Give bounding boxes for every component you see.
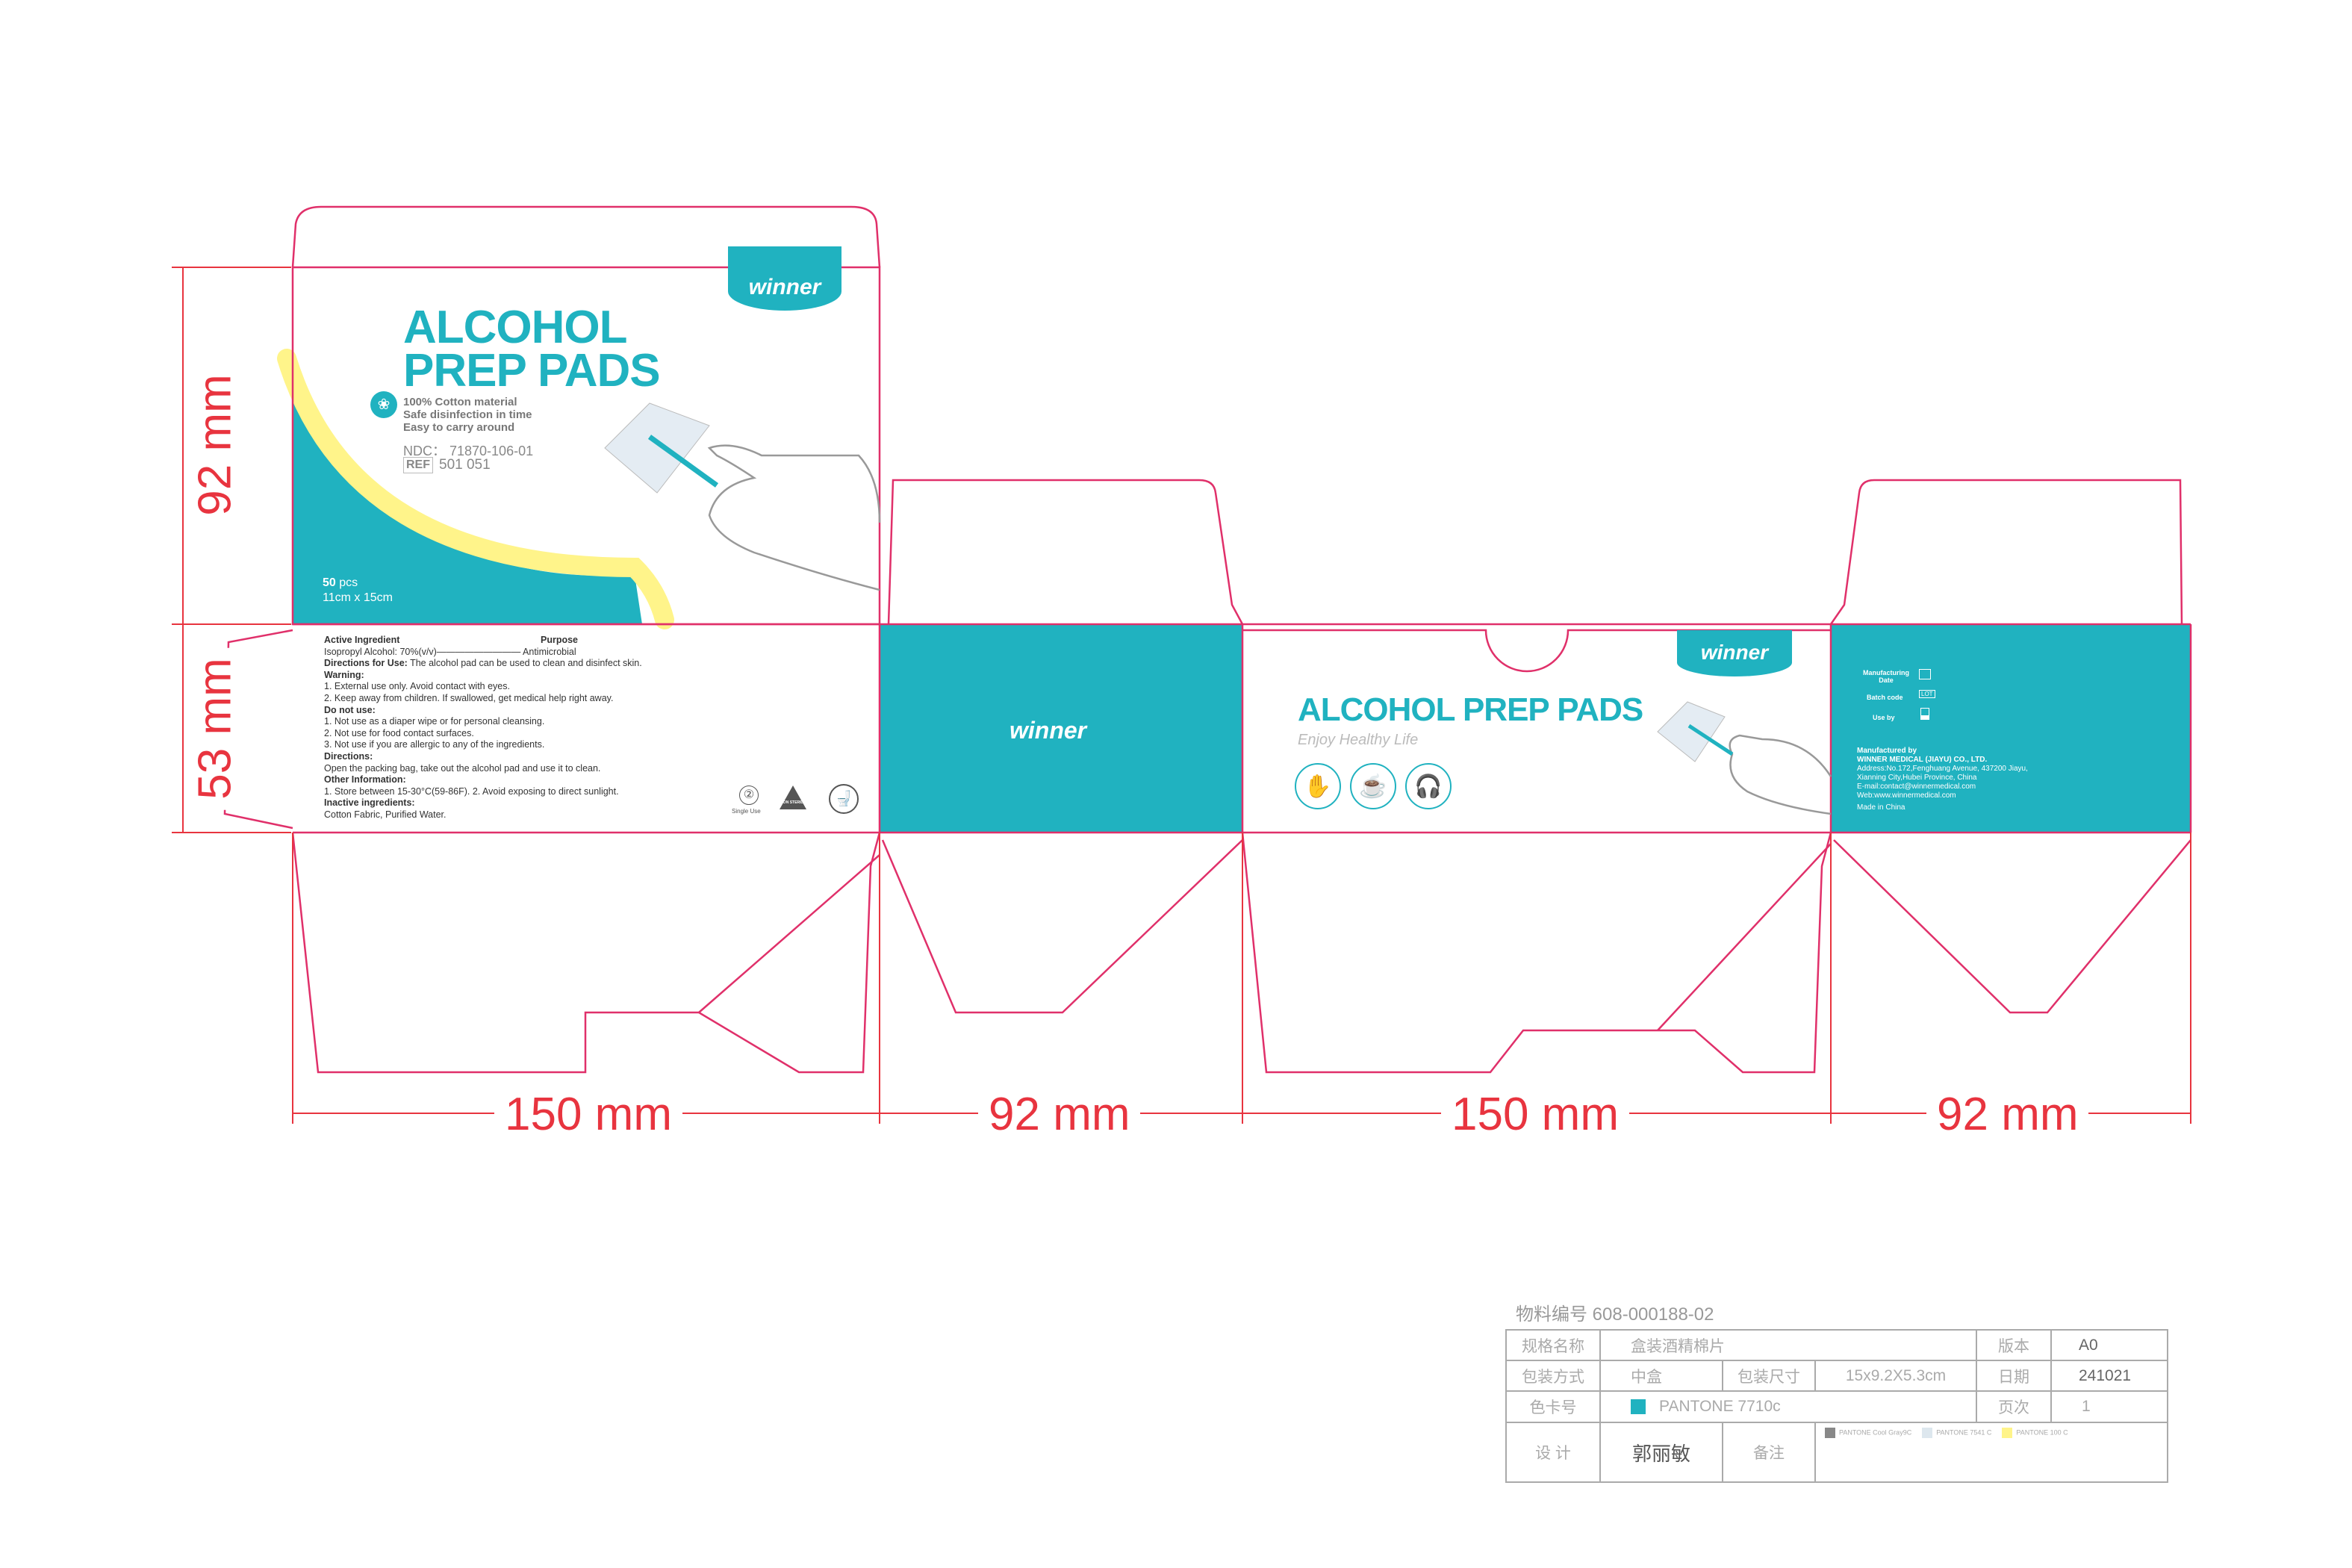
ndc-number: NDC： 71870-106-01 — [403, 444, 534, 458]
size-label: 包装尺寸 — [1722, 1360, 1816, 1392]
hand-glove-icon: ✋ — [1295, 763, 1341, 809]
warning-label: Warning: — [324, 669, 364, 680]
non-sterile-label: NON STERILE — [780, 800, 806, 805]
use-by-label: Use by — [1873, 714, 1895, 721]
bag-cup-icon: ☕ — [1350, 763, 1396, 809]
color-value: PANTONE 7710c — [1599, 1390, 1977, 1423]
directions-for-use-label: Directions for Use: — [324, 658, 408, 669]
manufactured-by: Manufactured by — [1857, 747, 1917, 755]
dimension-width-150-b: 150 mm — [1441, 1092, 1629, 1138]
do-not-use-item: 3. Not use if you are allergic to any of… — [324, 739, 545, 750]
pack-value: 中盒 — [1599, 1360, 1723, 1392]
feature: 100% Cotton material — [403, 396, 517, 408]
swatch-100c: PANTONE 100 C — [2002, 1428, 2068, 1438]
swatch-7541: PANTONE 7541 C — [1922, 1428, 1991, 1438]
factory-icon — [1919, 669, 1931, 679]
inactive-label: Inactive ingredients: — [324, 797, 415, 809]
hourglass-icon — [1920, 708, 1929, 720]
dimension-height-53: 53 mm — [190, 647, 241, 810]
main-title: ALCOHOL PREP PADS — [1298, 691, 1643, 728]
back-panel-text: Active Ingredient Purpose Isopropyl Alcoh… — [324, 635, 642, 821]
side-panel-1-bg — [880, 624, 1242, 833]
directions-label: Directions: — [324, 750, 373, 762]
active-ingredient-label: Active Ingredient — [324, 635, 400, 645]
dimension-width-150: 150 mm — [494, 1092, 682, 1138]
cotton-icon: ❀ — [370, 391, 397, 418]
feature: Safe disinfection in time — [403, 408, 532, 421]
brand-logo: winner — [728, 246, 841, 311]
side-brand-logo: winner — [1009, 717, 1087, 744]
address-line: Address:No.172,Fenghuang Avenue, 437200 … — [1857, 765, 2028, 773]
address-line: Xianning City,Hubei Province, China — [1857, 774, 1977, 782]
version-value: A0 — [2050, 1329, 2168, 1361]
non-sterile-icon — [780, 785, 806, 809]
spec-value: 盒装酒精棉片 — [1599, 1329, 1977, 1361]
mfg-date-label: Manufacturing Date — [1863, 669, 1909, 684]
warning-item: 2. Keep away from children. If swallowed… — [324, 692, 614, 703]
company: WINNER MEDICAL (JIAYU) CO., LTD. — [1857, 756, 1988, 764]
ref-label: REF — [403, 457, 433, 473]
front-features: 100% Cotton material Safe disinfection i… — [403, 396, 532, 434]
other-info: 1. Store between 15-30°C(59-86F). 2. Avo… — [324, 785, 619, 797]
front-teal-wave — [293, 358, 642, 624]
purpose-label: Purpose — [541, 635, 579, 645]
do-not-flush-icon: 🚽 — [829, 784, 859, 814]
remark-swatches: PANTONE Cool Gray9C PANTONE 7541 C PANTO… — [1814, 1422, 2168, 1483]
single-use-icon: ② — [739, 785, 759, 805]
color-label: 色卡号 — [1505, 1390, 1601, 1423]
email: E-mail:contact@winnermedical.com — [1857, 783, 1976, 791]
do-not-use-label: Do not use: — [324, 704, 376, 715]
side-panel-2-bg — [1831, 624, 2191, 833]
page-value: 1 — [2050, 1390, 2168, 1423]
page-label: 页次 — [1976, 1390, 2052, 1423]
front-title-line2: PREP PADS — [403, 345, 661, 396]
material-number: 物料编号 608-000188-02 — [1516, 1304, 1714, 1325]
date-value: 241021 — [2050, 1360, 2168, 1392]
pad-illustration — [604, 402, 1734, 762]
swatch-cool-gray: PANTONE Cool Gray9C — [1825, 1428, 1911, 1438]
color-value-text: PANTONE 7710c — [1659, 1398, 1781, 1415]
color-swatch — [1631, 1399, 1646, 1414]
front-yellow-wave — [277, 349, 674, 629]
inactive: Cotton Fabric, Purified Water. — [324, 809, 447, 820]
directions: Open the packing bag, take out the alcoh… — [324, 762, 601, 774]
single-use-label: Single Use — [732, 808, 761, 815]
manufacturer-info: Manufactured by WINNER MEDICAL (JIAYU) C… — [1857, 747, 2028, 812]
design-label: 设 计 — [1505, 1422, 1601, 1483]
pack-count: 50 pcs — [323, 576, 358, 590]
pad-size: 11cm x 15cm — [323, 591, 393, 604]
do-not-use-item: 1. Not use as a diaper wipe or for perso… — [324, 716, 545, 727]
batch-label: Batch code — [1867, 694, 1903, 701]
other-info-label: Other Information: — [324, 774, 406, 785]
feature: Easy to carry around — [403, 421, 515, 434]
headphone-keyboard-icon: 🎧 — [1405, 763, 1452, 809]
origin: Made in China — [1857, 803, 1905, 812]
ingredient-line: Isopropyl Alcohol: 70%(v/v)————————— Ant… — [324, 646, 576, 657]
spec-label: 规格名称 — [1505, 1329, 1601, 1361]
do-not-use-item: 2. Not use for food contact surfaces. — [324, 727, 474, 738]
website: Web:www.winnermedical.com — [1857, 791, 1956, 800]
directions-for-use: The alcohol pad can be used to clean and… — [407, 658, 642, 669]
count: 50 — [323, 576, 336, 589]
warning-item: 1. External use only. Avoid contact with… — [324, 681, 510, 692]
version-label: 版本 — [1976, 1329, 2052, 1361]
date-label: 日期 — [1976, 1360, 2052, 1392]
lot-icon: LOT — [1919, 690, 1935, 698]
dimension-width-92: 92 mm — [978, 1092, 1141, 1138]
designer: 郭丽敏 — [1599, 1422, 1723, 1483]
main-brand-logo: winner — [1677, 630, 1792, 676]
count-unit: pcs — [339, 576, 358, 589]
ref-value: 501 051 — [439, 457, 491, 473]
dimension-height-92: 92 mm — [190, 364, 241, 526]
front-title-line1: ALCOHOL — [403, 302, 628, 353]
remark-label: 备注 — [1722, 1422, 1816, 1483]
size-value: 15x9.2X5.3cm — [1814, 1360, 1977, 1392]
pack-label: 包装方式 — [1505, 1360, 1601, 1392]
dimension-width-92-b: 92 mm — [1926, 1092, 2089, 1138]
tagline: Enjoy Healthy Life — [1298, 732, 1419, 748]
